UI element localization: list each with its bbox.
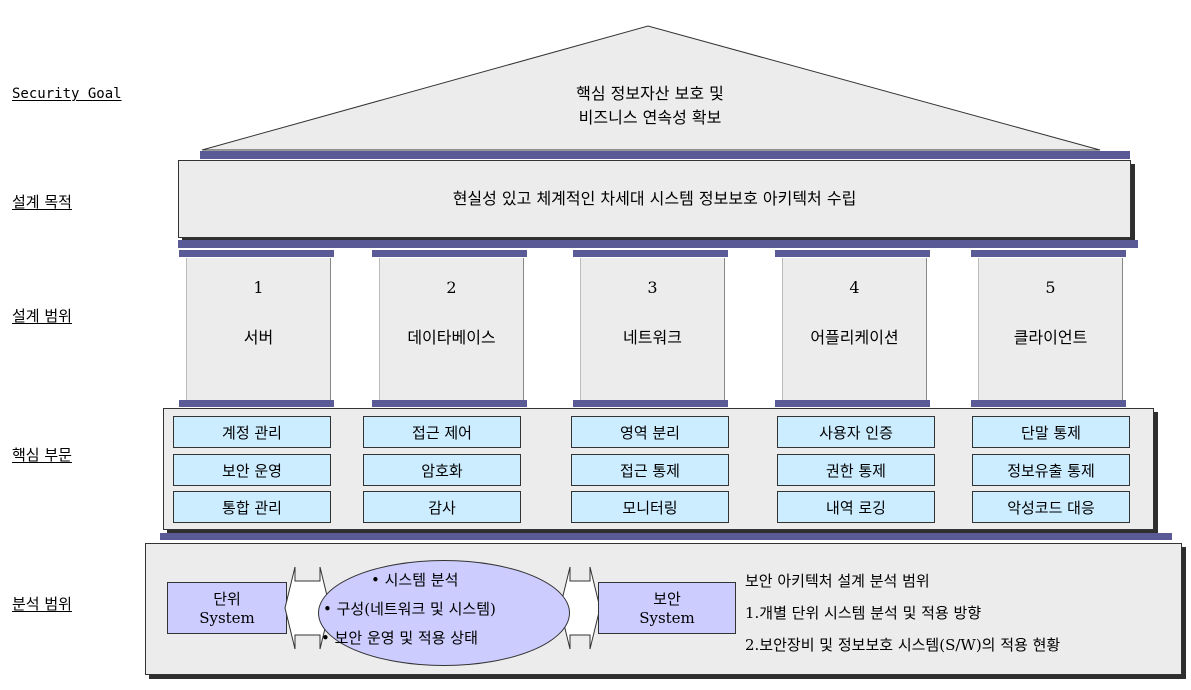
- core-cell: 보안 운영: [173, 454, 331, 486]
- label-design-purpose: 설계 목적: [12, 193, 72, 211]
- analysis-ellipse: • 시스템 분석 • 구성(네트워크 및 시스템) • 보안 운영 및 적용 상…: [318, 560, 570, 666]
- pillar-client: 5 클라이언트: [978, 258, 1123, 400]
- pillar-application: 4 어플리케이션: [782, 258, 927, 400]
- pillar-number: 3: [647, 278, 658, 297]
- core-cell: 권한 통제: [777, 454, 935, 486]
- core-cell: 사용자 인증: [777, 416, 935, 448]
- pillar-cap: [372, 250, 527, 257]
- core-cell: 단말 통제: [972, 416, 1130, 448]
- unit-system-box: 단위 System: [167, 582, 287, 634]
- label-analysis-scope: 분석 범위: [12, 595, 72, 613]
- label-design-scope: 설계 범위: [12, 307, 72, 325]
- ellipse-item: • 보안 운영 및 적용 상태: [321, 629, 478, 647]
- scope-item: 2.보안장비 및 정보보호 시스템(S/W)의 적용 현황: [745, 636, 1061, 654]
- pillar-name: 어플리케이션: [810, 328, 899, 347]
- pillar-name: 클라이언트: [1013, 328, 1088, 347]
- pillar-top-bar: [178, 240, 1138, 248]
- pillar-cap: [971, 250, 1126, 257]
- security-system-box: 보안 System: [598, 582, 736, 634]
- pillar-base: [971, 400, 1126, 407]
- core-cell: 통합 관리: [173, 491, 331, 523]
- ellipse-item: • 시스템 분석: [371, 571, 459, 589]
- core-cell: 접근 제어: [363, 416, 521, 448]
- pillar-name: 서버: [243, 328, 274, 347]
- unit-system-line-2: System: [199, 609, 255, 627]
- security-system-line-2: System: [639, 609, 695, 627]
- core-cell: 암호화: [363, 454, 521, 486]
- core-cell: 내역 로깅: [777, 491, 935, 523]
- pillar-cap: [775, 250, 930, 257]
- core-cell: 계정 관리: [173, 416, 331, 448]
- roof-text: 핵심 정보자산 보호 및 비즈니스 연속성 확보: [500, 82, 800, 130]
- core-cell: 접근 통제: [571, 454, 729, 486]
- pillar-name: 네트워크: [623, 328, 682, 347]
- label-core-sector: 핵심 부문: [12, 446, 72, 464]
- purpose-text: 현실성 있고 체계적인 차세대 시스템 정보보호 아키텍처 수립: [452, 189, 857, 208]
- pillar-base: [179, 400, 334, 407]
- ellipse-item: • 구성(네트워크 및 시스템): [323, 600, 496, 618]
- core-cell: 모니터링: [571, 491, 729, 523]
- analysis-top-bar: [160, 533, 1172, 540]
- pillar-base: [372, 400, 527, 407]
- core-sector-box: 계정 관리 보안 운영 통합 관리 접근 제어 암호화 감사 영역 분리 접근 …: [163, 408, 1154, 530]
- unit-system-line-1: 단위: [213, 590, 241, 608]
- scope-item: 1.개별 단위 시스템 분석 및 적용 방향: [745, 604, 982, 622]
- pillar-cap: [573, 250, 728, 257]
- pillar-server: 1 서버: [186, 258, 331, 400]
- roof-shape: [201, 25, 1101, 151]
- core-cell: 정보유출 통제: [972, 454, 1130, 486]
- pillar-base: [573, 400, 728, 407]
- pillar-cap: [179, 250, 334, 257]
- pillar-number: 2: [446, 278, 457, 297]
- label-security-goal: Security Goal: [12, 86, 122, 102]
- pillar-database: 2 데이타베이스: [379, 258, 524, 400]
- roof-line-1: 핵심 정보자산 보호 및: [576, 84, 724, 103]
- security-system-line-1: 보안: [653, 590, 681, 608]
- pillar-number: 4: [849, 278, 860, 297]
- core-cell: 악성코드 대응: [972, 491, 1130, 523]
- core-cell: 감사: [363, 491, 521, 523]
- purpose-beam: 현실성 있고 체계적인 차세대 시스템 정보보호 아키텍처 수립: [178, 160, 1131, 238]
- core-cell: 영역 분리: [571, 416, 729, 448]
- pillar-number: 5: [1045, 278, 1056, 297]
- pillar-name: 데이타베이스: [407, 328, 496, 347]
- pillar-base: [775, 400, 930, 407]
- pillar-network: 3 네트워크: [580, 258, 725, 400]
- roof-base-bar: [200, 151, 1130, 159]
- roof-line-2: 비즈니스 연속성 확보: [578, 108, 722, 127]
- pillar-number: 1: [253, 278, 264, 297]
- scope-title: 보안 아키텍처 설계 분석 범위: [745, 572, 930, 590]
